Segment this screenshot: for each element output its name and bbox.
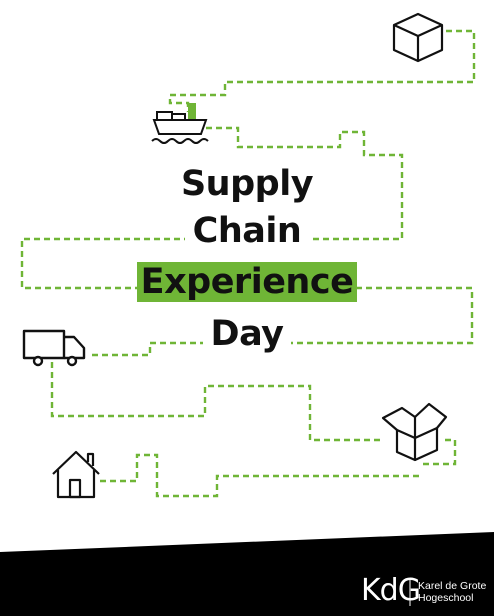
title-line-3-highlighted: Experience [0, 262, 494, 302]
route-path [20, 29, 476, 498]
institution-name: Karel de Grote Hogeschool [418, 580, 486, 604]
title-line-2: Chain [0, 211, 494, 251]
institution-name-line-2: Hogeschool [418, 592, 474, 604]
kdg-logo: KdG [361, 573, 421, 608]
ship-icon [151, 103, 209, 144]
title-line-1: Supply [0, 164, 494, 204]
house-icon [52, 450, 100, 499]
institution-name-line-1: Karel de Grote [418, 580, 487, 592]
footer-band [0, 532, 494, 616]
box-icon [392, 12, 444, 63]
title-line-4: Day [0, 314, 494, 354]
open-box-icon [381, 402, 448, 462]
truck-icon [22, 329, 86, 367]
